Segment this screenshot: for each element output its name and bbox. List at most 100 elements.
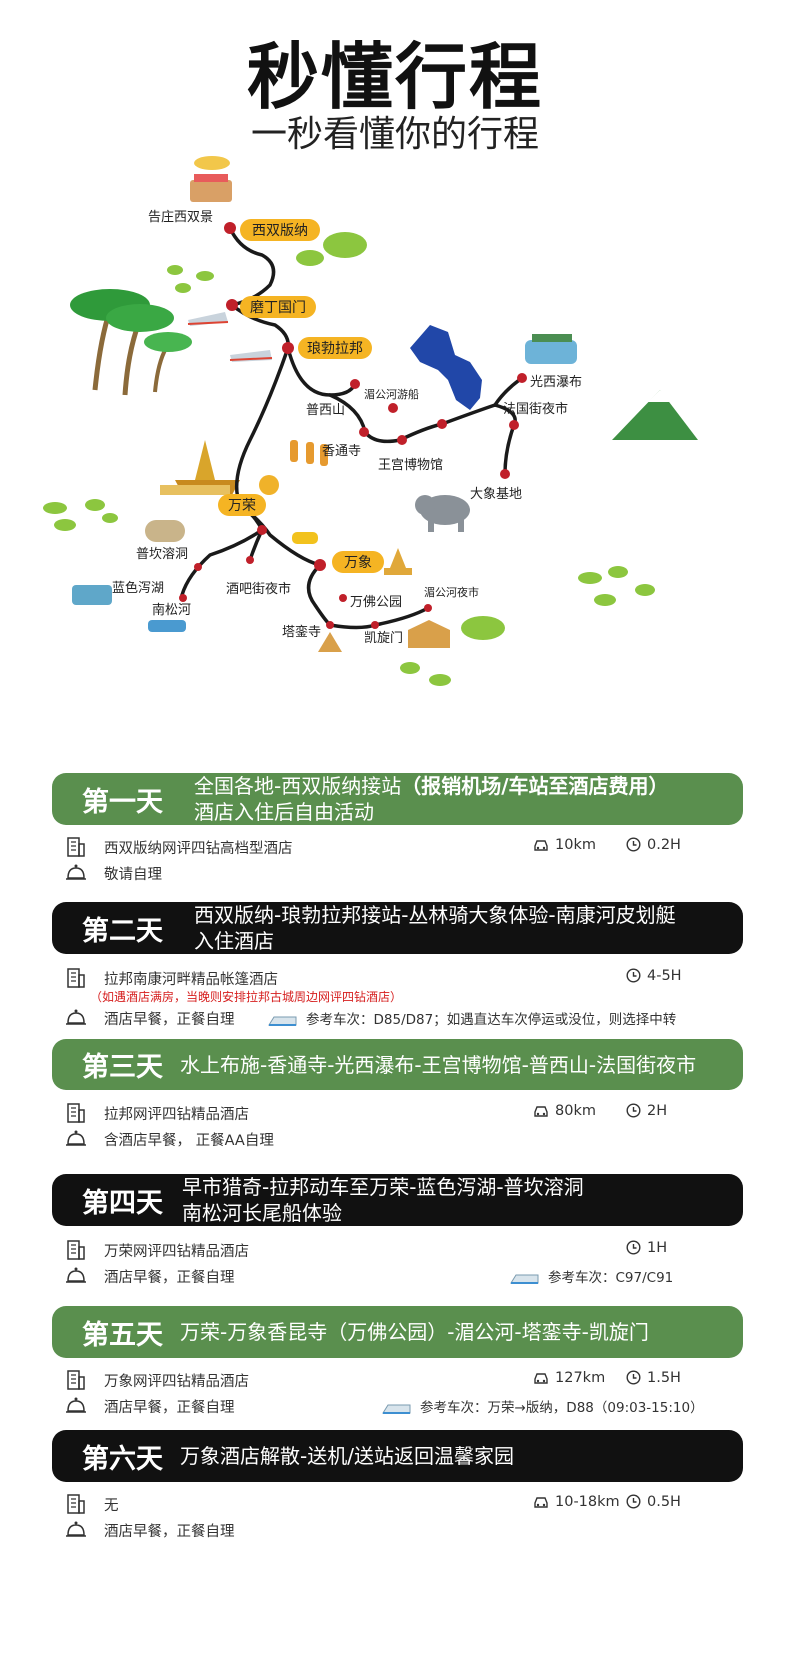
place-label: 大象基地: [470, 487, 522, 502]
building-icon: [67, 968, 85, 988]
stupa-small-illustration: [318, 632, 342, 652]
place-label: 南松河: [152, 602, 191, 618]
place-label: 凯旋门: [364, 631, 403, 646]
place-label: 王宫博物馆: [378, 458, 443, 473]
place-label: 法国街夜市: [503, 401, 568, 417]
building-icon: [67, 1240, 85, 1260]
day-1-banner: 第一天 全国各地-西双版纳接站（报销机场/车站至酒店费用） 酒店入住后自由活动: [52, 773, 743, 825]
car-icon: [534, 840, 548, 851]
day-4-banner: 第四天 早市猎奇-拉邦动车至万荣-蓝色泻湖-普坎溶洞 南松河长尾船体验: [52, 1174, 743, 1226]
duration: 1.5H: [626, 1370, 681, 1386]
distance-value: 127km: [555, 1370, 606, 1386]
meal-row: 含酒店早餐， 正餐AA自理: [66, 1127, 743, 1151]
place-label: 塔銮寺: [282, 624, 321, 640]
day-theme-line2: 入住酒店: [194, 929, 274, 953]
monks-illustration: [290, 440, 328, 466]
day-theme: 早市猎奇-拉邦动车至万荣-蓝色泻湖-普坎溶洞 南松河长尾船体验: [182, 1174, 733, 1226]
temple-illustration: [384, 548, 412, 575]
cave-illustration: [145, 520, 185, 542]
duration-value: 4-5H: [647, 968, 682, 984]
duration-value: 2H: [647, 1103, 668, 1119]
duration-value: 1H: [647, 1240, 668, 1256]
train-value: 参考车次：C97/C91: [548, 1270, 674, 1286]
day-label: 第三天: [82, 1052, 163, 1083]
place-label: 香通寺: [322, 444, 361, 459]
hotel-name: 拉邦南康河畔精品帐篷酒店: [104, 972, 278, 988]
day-theme-line2: 酒店入住后自由活动: [194, 800, 374, 824]
laos-silhouette: [410, 325, 482, 410]
train-info: 参考车次：D85/D87；如遇直达车次停运或没位，则选择中转: [268, 1008, 676, 1028]
day-theme-line1: 西双版纳-琅勃拉邦接站-丛林骑大象体验-南康河皮划艇: [194, 903, 676, 927]
day-theme: 全国各地-西双版纳接站（报销机场/车站至酒店费用） 酒店入住后自由活动: [194, 773, 733, 825]
place-label: 万佛公园: [350, 595, 402, 610]
clock-icon: [626, 1494, 641, 1509]
day-1: 第一天 全国各地-西双版纳接站（报销机场/车站至酒店费用） 酒店入住后自由活动 …: [52, 773, 743, 883]
distance-value: 80km: [555, 1103, 596, 1119]
food-cloche-icon: [66, 1009, 86, 1025]
day-5: 第五天 万荣-万象香昆寺（万佛公园）-湄公河-塔銮寺-凯旋门 万象网评四钻精品酒…: [52, 1306, 743, 1416]
day-theme-line2: 南松河长尾船体验: [182, 1201, 342, 1225]
day-theme: 万象酒店解散-送机/送站返回温馨家园: [180, 1430, 733, 1482]
distance: 10-18km: [533, 1494, 620, 1510]
place-label: 普西山: [306, 403, 345, 418]
day-label: 第一天: [82, 786, 163, 818]
food-cloche-icon: [66, 1397, 86, 1413]
day-2-banner: 第二天 西双版纳-琅勃拉邦接站-丛林骑大象体验-南康河皮划艇 入住酒店: [52, 902, 743, 954]
badge-luang-prabang: 琅勃拉邦: [307, 341, 363, 357]
day-label: 第五天: [82, 1319, 163, 1351]
hotel-row: 无 10-18km 0.5H: [66, 1492, 743, 1516]
duration-value: 0.5H: [647, 1494, 681, 1510]
palm-trees-illustration: [70, 289, 192, 396]
duration-value: 0.2H: [647, 837, 681, 853]
waterfall-illustration: [525, 334, 577, 364]
food-cloche-icon: [66, 1267, 86, 1283]
duration: 0.2H: [626, 837, 681, 853]
day-theme-line1: 早市猎奇-拉邦动车至万荣-蓝色泻湖-普坎溶洞: [182, 1175, 584, 1199]
day-theme-line1: 万象酒店解散-送机/送站返回温馨家园: [180, 1444, 514, 1468]
golden-stupa-illustration: [160, 440, 240, 495]
route-map: 西双版纳 磨丁国门 琅勃拉邦 万荣 万象 告庄西双景 湄公河游船 光西瀑布 普西…: [43, 156, 698, 686]
building-icon: [67, 1370, 85, 1390]
day-6: 第六天 万象酒店解散-送机/送站返回温馨家园 无 10-18km 0.5H 酒店…: [52, 1430, 743, 1540]
meal-info: 含酒店早餐， 正餐AA自理: [104, 1133, 274, 1149]
duration-value: 1.5H: [647, 1370, 681, 1386]
day-2: 第二天 西双版纳-琅勃拉邦接站-丛林骑大象体验-南康河皮划艇 入住酒店 拉邦南康…: [52, 902, 743, 1028]
car-icon: [534, 1497, 548, 1508]
distance: 127km: [533, 1370, 605, 1386]
place-label: 告庄西双景: [148, 209, 213, 225]
day-label: 第六天: [82, 1443, 163, 1475]
day-theme: 西双版纳-琅勃拉邦接站-丛林骑大象体验-南康河皮划艇 入住酒店: [194, 902, 733, 954]
distance-value: 10-18km: [555, 1494, 620, 1510]
distance: 80km: [533, 1103, 596, 1119]
balloon-illustration: [259, 475, 279, 495]
day-theme-line1: 全国各地-西双版纳接站: [194, 774, 402, 798]
hotel-name: 拉邦网评四钻精品酒店: [104, 1107, 249, 1123]
day-label: 第二天: [82, 915, 163, 947]
clock-icon: [626, 1240, 641, 1255]
clock-icon: [626, 1370, 641, 1385]
meal-row: 酒店早餐，正餐自理: [66, 1518, 743, 1542]
train-value: 参考车次：D85/D87；如遇直达车次停运或没位，则选择中转: [306, 1012, 677, 1028]
hotel-name: 万象网评四钻精品酒店: [104, 1374, 249, 1390]
day-theme-highlight: （报销机场/车站至酒店费用）: [401, 774, 669, 798]
bushes-illustration: [43, 232, 655, 686]
boat-illustration: [148, 620, 186, 632]
arch-illustration: [408, 620, 450, 648]
distance-value: 10km: [555, 837, 596, 853]
meal-info: 酒店早餐，正餐自理: [104, 1524, 235, 1540]
hotel-row: 万荣网评四钻精品酒店 1H: [66, 1238, 743, 1262]
duration: 2H: [626, 1103, 667, 1119]
hotel-row: 拉邦网评四钻精品酒店 80km 2H: [66, 1101, 743, 1125]
place-label: 光西瀑布: [530, 375, 582, 390]
duration: 0.5H: [626, 1494, 681, 1510]
place-labels: 告庄西双景 湄公河游船 光西瀑布 普西山 法国街夜市 香通寺 王宫博物馆 大象基…: [112, 209, 582, 646]
hotel-row: 西双版纳网评四钻高档型酒店 10km 0.2H: [66, 835, 743, 859]
duration: 4-5H: [626, 968, 682, 984]
meal-info: 酒店早餐，正餐自理: [104, 1012, 235, 1028]
hotel-name: 万荣网评四钻精品酒店: [104, 1244, 249, 1260]
badge-xishuangbanna: 西双版纳: [252, 223, 308, 239]
train-illustration-2: [229, 350, 273, 362]
train-value: 参考车次：万荣→版纳，D88（09:03-15:10）: [420, 1400, 704, 1416]
day-4: 第四天 早市猎奇-拉邦动车至万荣-蓝色泻湖-普坎溶洞 南松河长尾船体验 万荣网评…: [52, 1174, 743, 1286]
train-icon: [510, 1274, 539, 1284]
